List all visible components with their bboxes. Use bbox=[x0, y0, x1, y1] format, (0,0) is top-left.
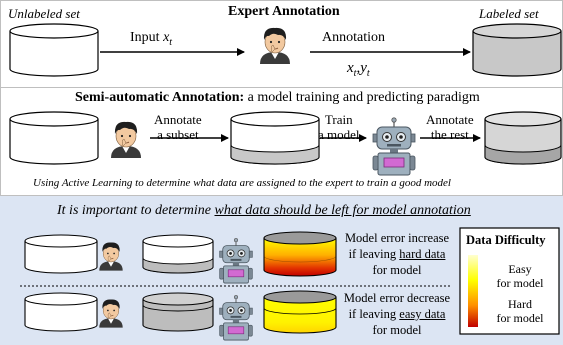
partially-labeled-cylinder bbox=[230, 111, 320, 165]
panel3-heading-prefix: It is important to determine bbox=[57, 203, 215, 218]
unlabeled-set-cylinder bbox=[9, 23, 99, 77]
unlabeled-set-label: Unlabeled set bbox=[8, 6, 80, 21]
annotate-subset-line2: a subset bbox=[157, 127, 199, 142]
row2-easy-data-cylinder bbox=[263, 290, 337, 334]
legend-hard-label: Hard for model bbox=[484, 297, 556, 325]
row2-line2-underlined: easy data bbox=[399, 307, 446, 321]
input-sub-t: t bbox=[169, 36, 173, 48]
legend-hard-line2: for model bbox=[496, 311, 544, 325]
annotation-output: xt,yt bbox=[347, 60, 370, 79]
row2-robot-icon bbox=[219, 294, 253, 341]
output-x: x bbox=[347, 60, 354, 76]
semi-automatic-title-rest: a model training and predicting paradigm bbox=[244, 90, 480, 105]
legend-hard-line1: Hard bbox=[508, 297, 532, 311]
labeled-set-label: Labeled set bbox=[479, 6, 539, 21]
labeled-set-cylinder bbox=[472, 23, 562, 77]
active-learning-caption: Using Active Learning to determine what … bbox=[33, 177, 451, 189]
legend-easy-line1: Easy bbox=[508, 262, 532, 276]
row1-line1: Model error increase bbox=[344, 231, 450, 245]
row1-description: Model error increase if leaving hard dat… bbox=[336, 230, 458, 278]
row1-expert-icon bbox=[98, 242, 124, 271]
panel3-heading: It is important to determine what data s… bbox=[57, 203, 471, 219]
legend-easy-label: Easy for model bbox=[484, 262, 556, 290]
row1-line2-underlined: hard data bbox=[399, 247, 446, 261]
expert-icon bbox=[259, 27, 291, 65]
output-x-sub: t bbox=[353, 68, 357, 79]
input-word: Input bbox=[130, 30, 160, 45]
output-y: y bbox=[360, 60, 367, 76]
row2-unlabeled-cylinder bbox=[24, 292, 98, 332]
row1-hard-data-cylinder bbox=[263, 231, 337, 277]
annotation-label: Annotation bbox=[322, 30, 385, 45]
annotate-subset-line1: Annotate bbox=[154, 112, 202, 127]
robot-model-icon bbox=[372, 117, 416, 176]
legend-easy-line2: for model bbox=[496, 276, 544, 290]
output-y-sub: t bbox=[366, 68, 370, 79]
annotate-subset-label: Annotate a subset bbox=[154, 112, 202, 142]
row1-line2-prefix: if leaving bbox=[348, 247, 400, 261]
unlabeled-pool-cylinder bbox=[9, 111, 99, 165]
expert-icon-2 bbox=[110, 121, 142, 159]
train-model-label: Train a model bbox=[318, 112, 360, 142]
row2-line3: for model bbox=[372, 323, 422, 337]
row2-expert-icon bbox=[98, 299, 124, 328]
semi-automatic-title: Semi-automatic Annotation: a model train… bbox=[75, 90, 480, 106]
input-var-x: x bbox=[163, 30, 170, 45]
row1-unlabeled-cylinder bbox=[24, 234, 98, 274]
panel3-heading-underlined: what data should be left for model annot… bbox=[214, 203, 471, 218]
row1-robot-icon bbox=[219, 237, 253, 284]
row1-line3: for model bbox=[372, 263, 422, 277]
row2-partial-cylinder bbox=[142, 292, 214, 332]
row1-partial-cylinder bbox=[142, 234, 214, 274]
output-comma: , bbox=[356, 60, 361, 76]
input-label: Input xt bbox=[130, 30, 172, 48]
train-model-line1: Train bbox=[324, 112, 353, 127]
annotate-rest-line2: the rest bbox=[430, 127, 469, 142]
row2-line1: Model error decrease bbox=[343, 291, 451, 305]
fully-labeled-cylinder bbox=[484, 111, 562, 165]
train-model-line2: a model bbox=[318, 127, 360, 142]
annotate-rest-line1: Annotate bbox=[426, 112, 474, 127]
expert-annotation-title: Expert Annotation bbox=[228, 4, 340, 19]
row2-description: Model error decrease if leaving easy dat… bbox=[336, 290, 458, 338]
legend-title: Data Difficulty bbox=[466, 233, 546, 247]
semi-automatic-title-bold: Semi-automatic Annotation: bbox=[75, 90, 245, 105]
annotate-rest-label: Annotate the rest bbox=[426, 112, 474, 142]
row2-line2-prefix: if leaving bbox=[348, 307, 400, 321]
difficulty-color-bar bbox=[468, 255, 478, 327]
